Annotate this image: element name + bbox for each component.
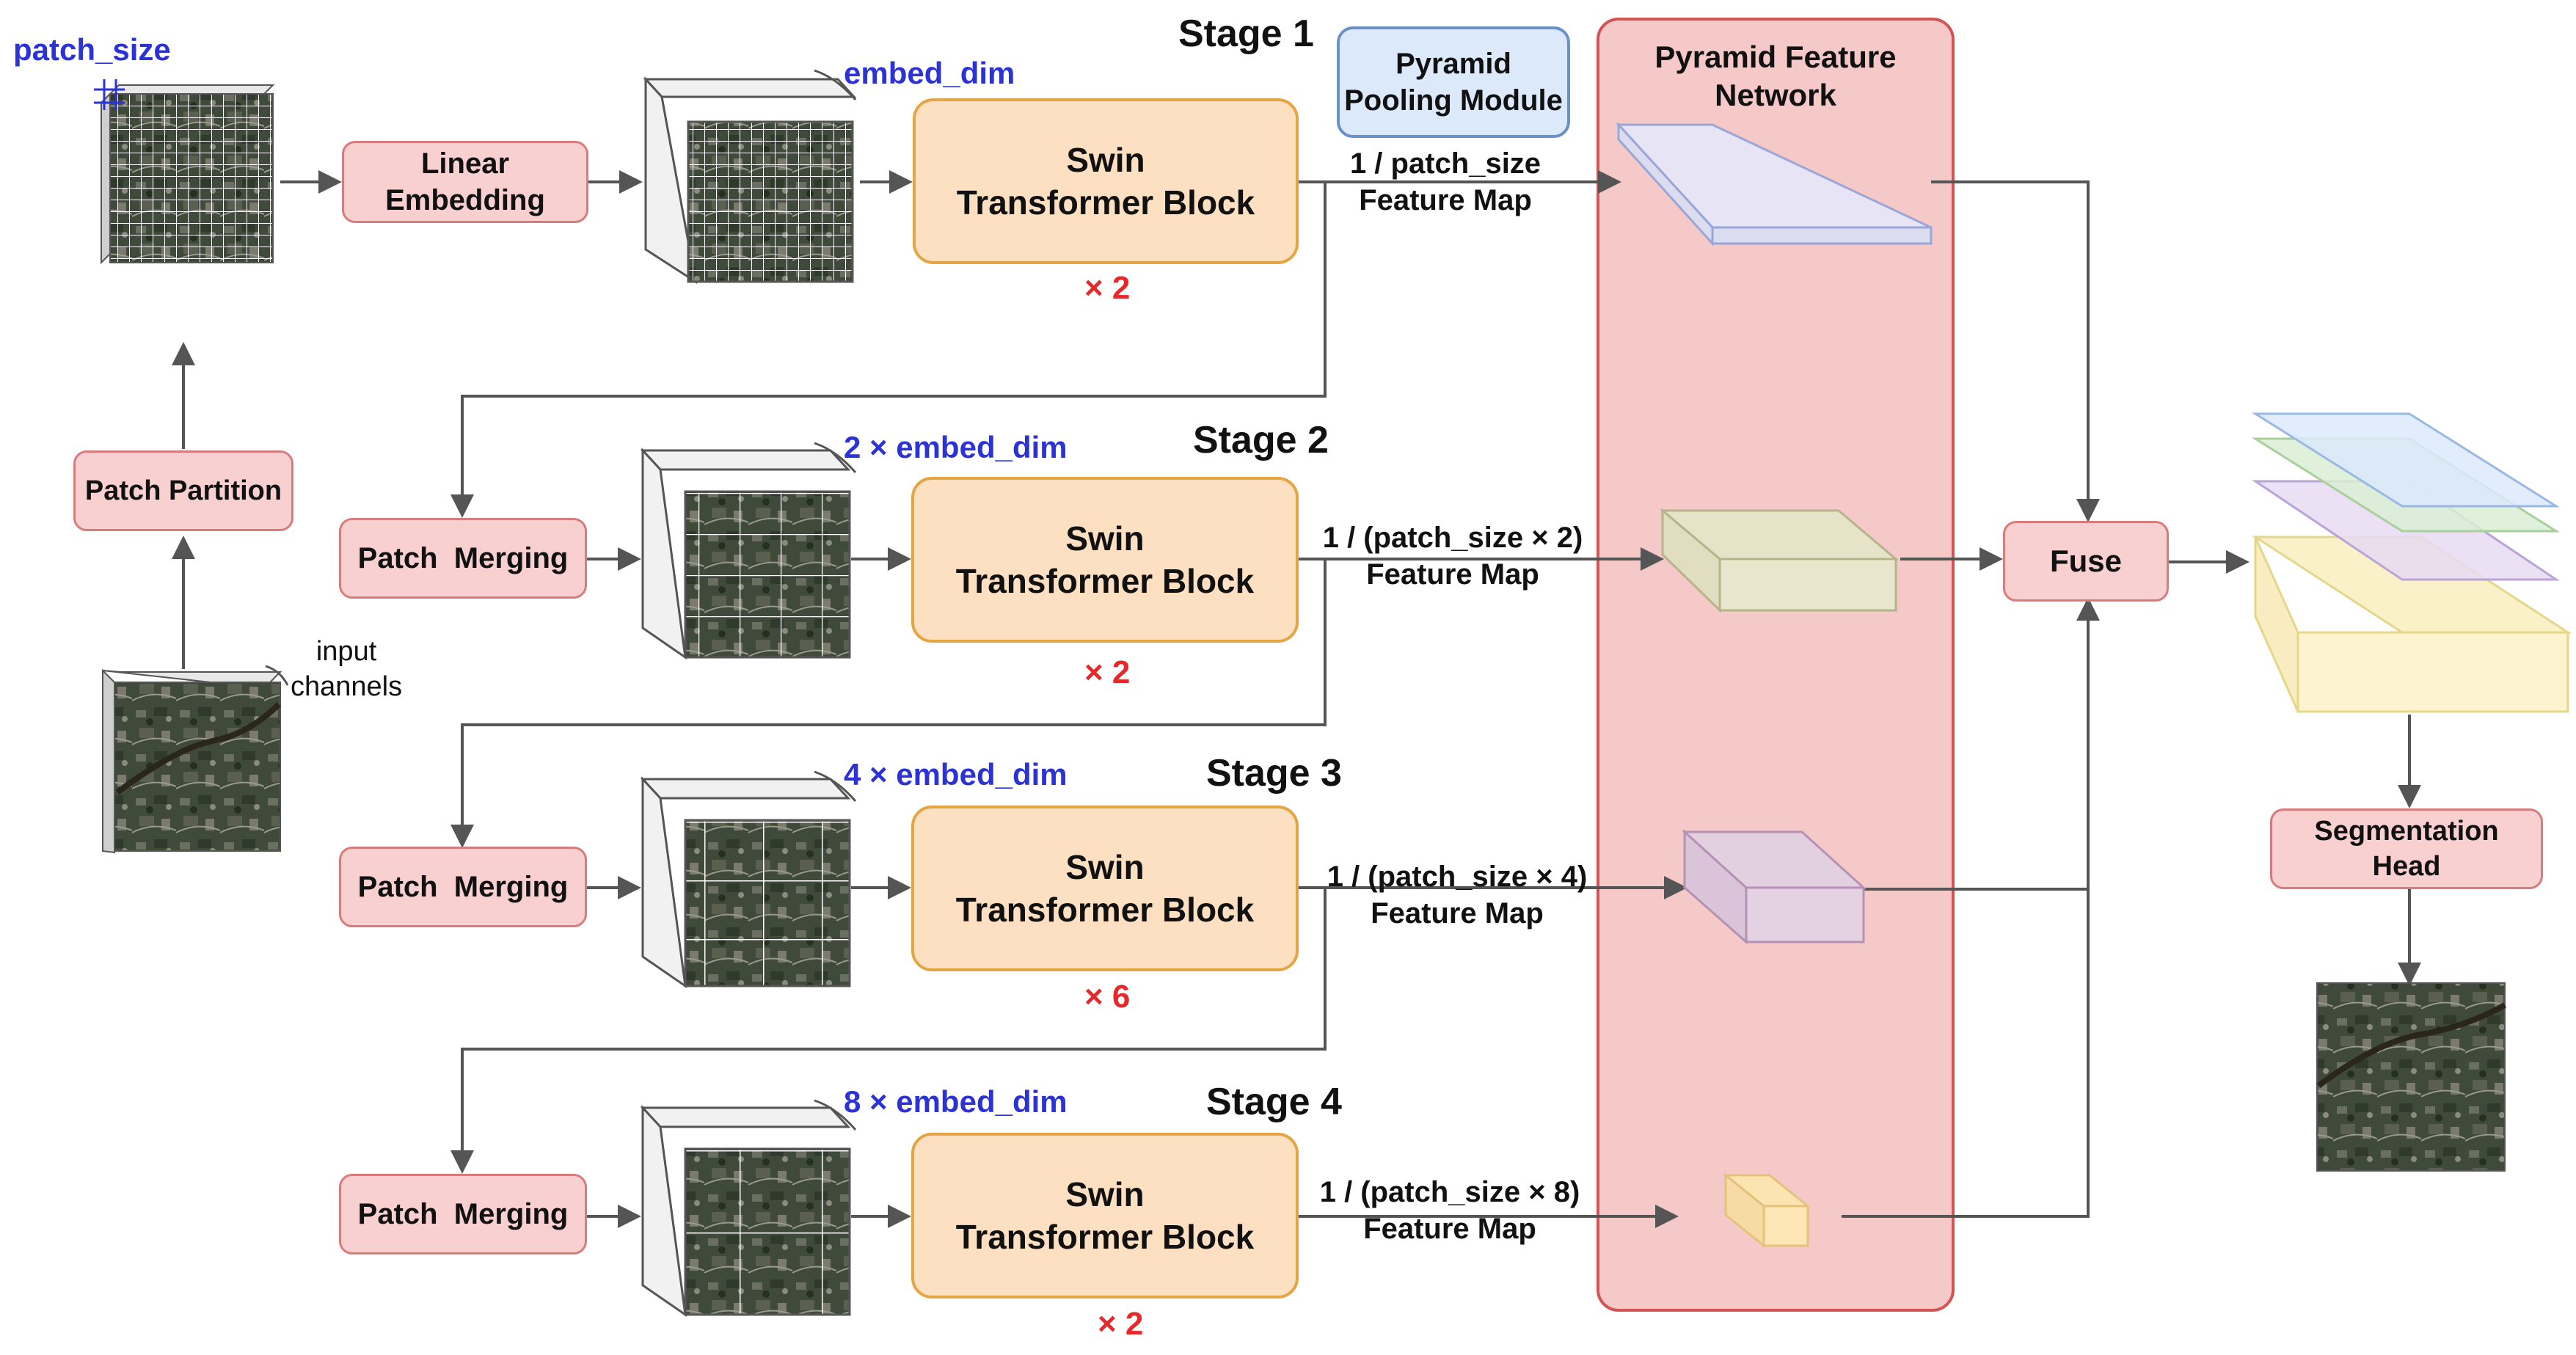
feature-map-stage-2 [1659, 508, 1900, 613]
feature-map-stage-4 [1722, 1172, 1811, 1249]
stage-4-feature-map-label: 1 / (patch_size × 8) Feature Map [1319, 1176, 1580, 1245]
fuse-box: Fuse [2003, 521, 2169, 602]
swin-block-stage-1: Swin Transformer Block [913, 98, 1299, 264]
patch-merging-stage-4: Patch Merging [339, 1174, 587, 1254]
input-channels-label: input channels [291, 636, 403, 702]
connectors [172, 170, 2421, 1228]
stage-4-dim-label: 8 × embed_dim [844, 1084, 1068, 1119]
linear-embedding-box: Linear Embedding [342, 141, 588, 223]
patch-partition-box: Patch Partition [73, 450, 293, 531]
stage-3-feature-map-label: 1 / (patch_size × 4) Feature Map [1327, 861, 1588, 929]
fused-feature-stack [2251, 412, 2572, 713]
patch-size-label: patch_size [13, 32, 171, 67]
embedding-cube-stage-2 [640, 442, 857, 660]
stage-4-repeat: × 2 [1098, 1306, 1144, 1342]
stage-1-dim-label: embed_dim [844, 56, 1015, 90]
embedding-cube-stage-1 [643, 69, 857, 285]
stage-3-dim-label: 4 × embed_dim [844, 757, 1068, 792]
embedding-cube-stage-3 [640, 770, 857, 989]
patch-size-marker [94, 79, 125, 110]
swin-block-stage-4: Swin Transformer Block [911, 1133, 1299, 1299]
stage-1-title: Stage 1 [1178, 12, 1314, 55]
fpn-title: Pyramid Feature Network [1654, 40, 1897, 112]
swin-block-stage-3: Swin Transformer Block [911, 806, 1299, 971]
stage-1-repeat: × 2 [1084, 270, 1131, 306]
embedding-cube-stage-4 [640, 1099, 857, 1318]
swin-block-stage-2: Swin Transformer Block [911, 477, 1299, 643]
stage-2-feature-map-label: 1 / (patch_size × 2) Feature Map [1322, 522, 1583, 591]
patch-image-stage-1 [99, 84, 275, 265]
segmentation-head-box: Segmentation Head [2270, 808, 2543, 889]
stage-3-title: Stage 3 [1206, 752, 1342, 795]
output-image [2316, 982, 2506, 1172]
patch-merging-stage-3: Patch Merging [339, 847, 587, 927]
pyramid-pooling-module-box: Pyramid Pooling Module [1337, 26, 1570, 138]
fpn-panel [1597, 18, 1955, 1312]
feature-map-stage-1 [1616, 122, 1933, 246]
stage-2-title: Stage 2 [1193, 419, 1329, 461]
feature-map-stage-3 [1682, 829, 1867, 945]
stage-4-title: Stage 4 [1206, 1081, 1342, 1123]
stage-3-repeat: × 6 [1084, 979, 1131, 1015]
stage-2-dim-label: 2 × embed_dim [844, 430, 1068, 464]
input-image [102, 665, 289, 854]
patch-merging-stage-2: Patch Merging [339, 518, 587, 599]
stage-2-repeat: × 2 [1084, 654, 1131, 690]
stage-1-feature-map-label: 1 / patch_size Feature Map [1349, 147, 1541, 216]
